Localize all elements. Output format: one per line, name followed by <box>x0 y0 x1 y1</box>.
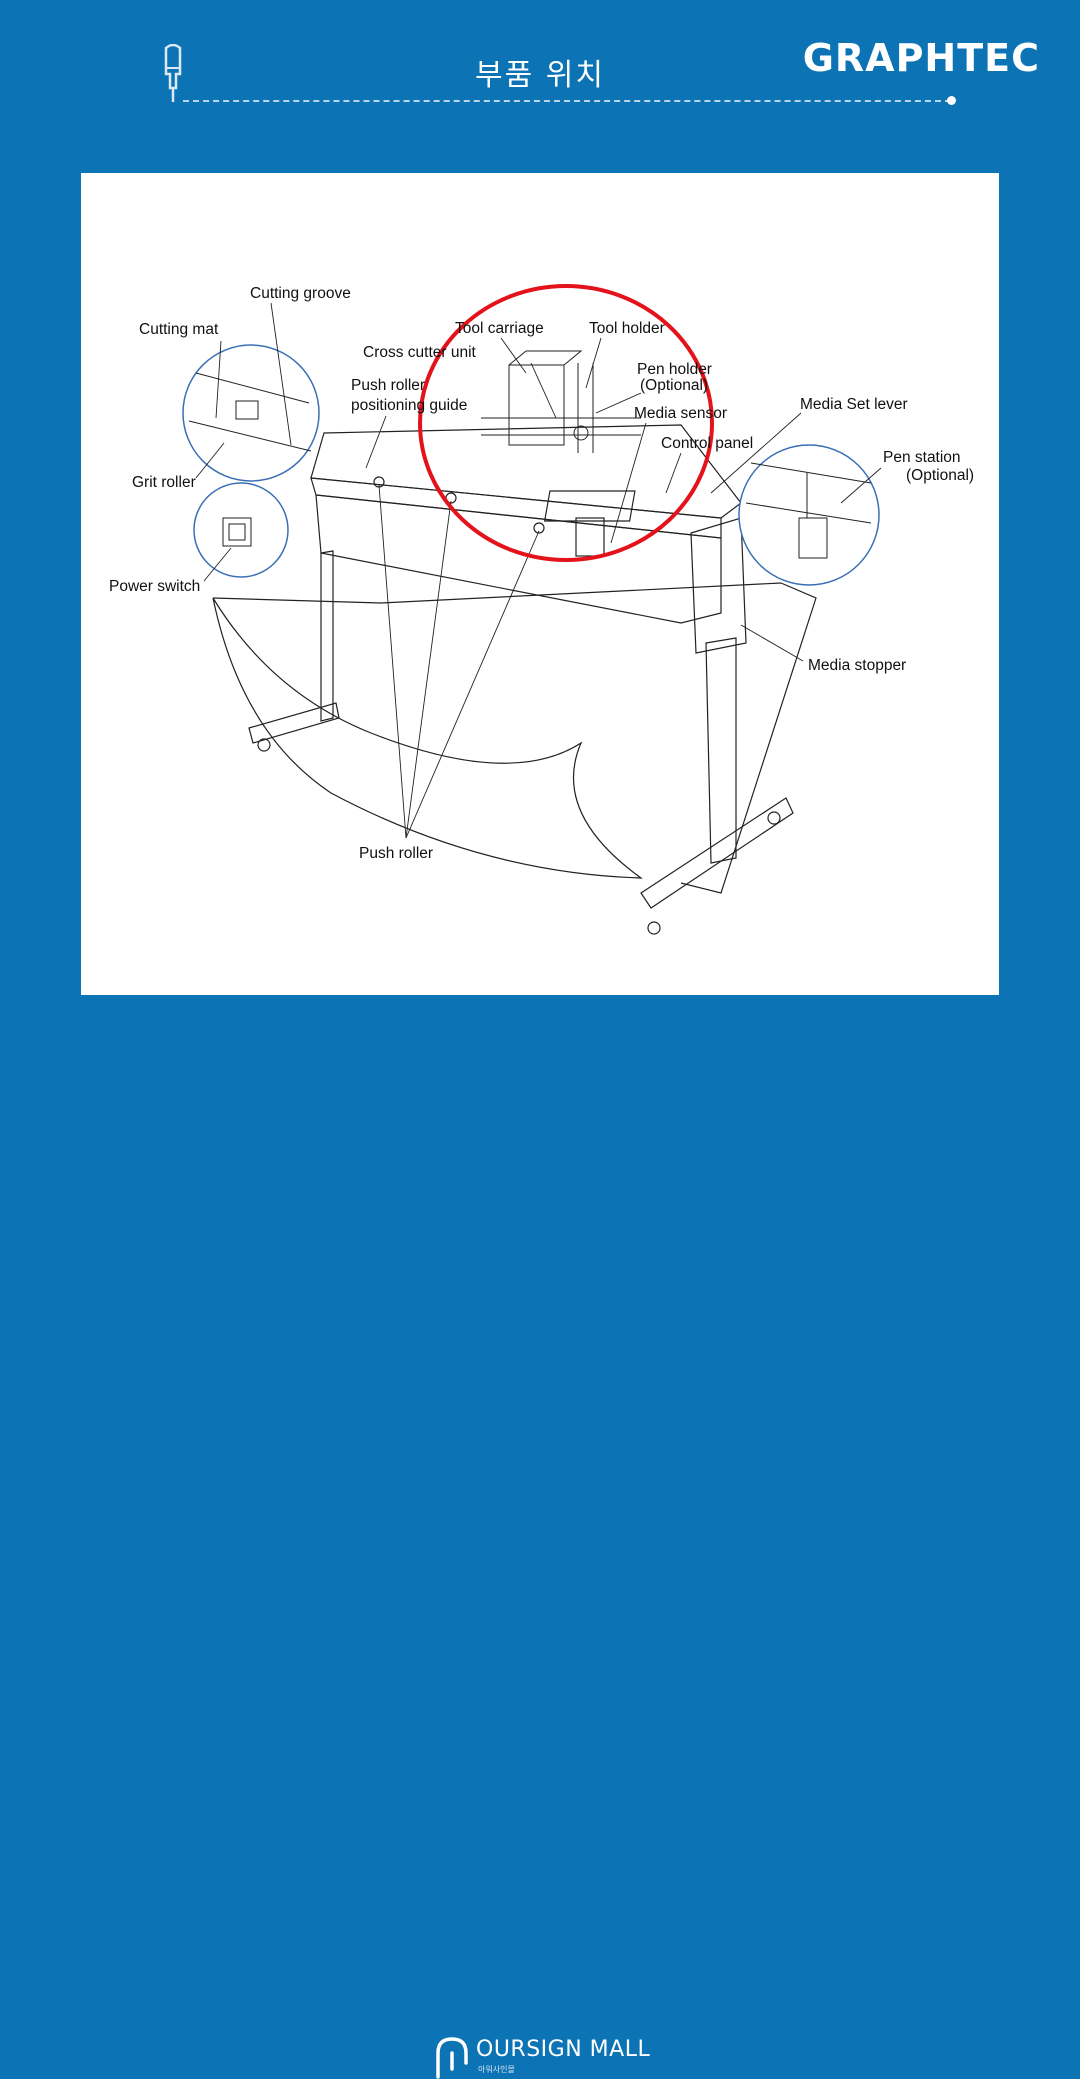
footer-brand-name: OURSIGN MALL <box>476 2037 651 2062</box>
right-side-panel <box>690 517 747 654</box>
label-tool-carriage: Tool carriage <box>455 320 544 337</box>
page-title: 부품 위치 <box>475 58 605 93</box>
plotter-body <box>315 494 722 624</box>
wheel <box>647 921 661 935</box>
header-divider <box>183 100 951 102</box>
label-pen-station-optional: (Optional) <box>906 467 975 484</box>
wheel <box>257 738 271 752</box>
parts-diagram: Cutting groove Cutting mat Tool carriage… <box>81 173 999 995</box>
label-control-panel: Control panel <box>661 435 754 452</box>
right-leg <box>705 637 737 864</box>
label-media-stopper: Media stopper <box>808 657 907 674</box>
control-panel-box <box>543 490 636 522</box>
header: 부품 위치 GRAPHTEC <box>0 0 1080 120</box>
label-push-roller-guide-line1: Push roller <box>351 377 426 394</box>
label-tool-holder: Tool holder <box>589 320 665 337</box>
footer: OURSIGN MALL 아워사인몰 <box>0 1015 1080 2079</box>
header-divider-dot <box>947 96 956 105</box>
plotter-illustration <box>182 284 882 935</box>
plotter-top-surface <box>310 424 742 519</box>
media-basket <box>212 597 643 879</box>
callout-grit-roller <box>182 344 320 482</box>
label-media-set-lever: Media Set lever <box>800 396 908 413</box>
highlight-circle <box>418 284 714 562</box>
oursign-logo-icon <box>436 2037 468 2079</box>
label-pen-station: Pen station <box>883 449 961 466</box>
label-power-switch: Power switch <box>109 578 201 595</box>
basket-frame-right <box>680 582 817 894</box>
brand-logo: GRAPHTEC <box>802 36 1040 80</box>
wheel <box>767 811 781 825</box>
label-pen-holder-optional: (Optional) <box>640 377 709 394</box>
label-push-roller-guide-line2: positioning guide <box>351 397 468 414</box>
footer-brand-sub: 아워사인몰 <box>478 2065 515 2074</box>
pen-icon <box>164 44 182 102</box>
right-foot <box>640 797 794 909</box>
label-grit-roller: Grit roller <box>132 474 196 491</box>
callout-pen-station <box>738 444 880 586</box>
label-media-sensor: Media sensor <box>634 405 728 422</box>
label-cross-cutter-unit: Cross cutter unit <box>363 344 476 361</box>
label-pen-holder: Pen holder <box>637 361 712 378</box>
label-cutting-groove: Cutting groove <box>250 285 351 302</box>
basket-frame-top <box>212 582 782 604</box>
callout-power-switch <box>193 482 289 578</box>
label-push-roller: Push roller <box>359 845 434 862</box>
label-cutting-mat: Cutting mat <box>139 321 219 338</box>
push-roller-mark <box>533 522 545 534</box>
carriage-box <box>575 517 605 557</box>
left-leg <box>320 550 334 722</box>
